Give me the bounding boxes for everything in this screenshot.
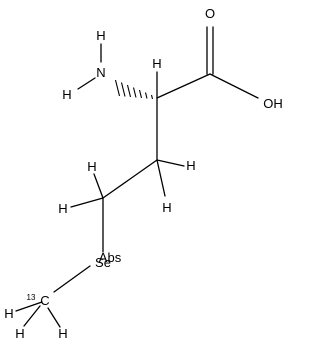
atom-se: Se <box>95 255 111 270</box>
bond-cgamma-h-up <box>93 173 104 199</box>
atom-o-carbonyl: O <box>205 6 215 21</box>
bond-cbeta-h-down <box>156 159 166 197</box>
atom-h-alpha: H <box>152 56 161 71</box>
atom-h-gamma-left: H <box>58 201 67 216</box>
atom-oh: OH <box>263 96 283 111</box>
bond-n-h-left <box>77 77 96 90</box>
bond-cgamma-h-left <box>70 197 104 208</box>
bond-methyl-h2 <box>23 305 41 327</box>
atom-h-methyl-3: H <box>58 326 67 340</box>
bond-cbeta-cgamma <box>102 159 158 199</box>
structure-diagram: O OH N H H H H H H H Se Abs 13 C H H H <box>4 6 282 340</box>
bond-cbeta-h-right <box>156 159 185 167</box>
bond-c-oh <box>209 73 259 99</box>
atom-h-methyl-2: H <box>15 326 24 340</box>
atom-h-methyl-1: H <box>4 306 13 321</box>
stereo-abs-tag: Abs <box>99 250 122 265</box>
atom-h-beta-down: H <box>162 200 171 215</box>
hashed-wedge-calpha-n <box>114 79 154 100</box>
atom-h-n-left: H <box>62 87 71 102</box>
atom-c-methyl: C <box>40 293 49 308</box>
bond-c-calpha <box>156 73 211 99</box>
atom-n-amino: N <box>96 65 105 80</box>
bonds <box>15 26 259 328</box>
bond-methyl-h1 <box>15 301 43 312</box>
atom-h-n-top: H <box>96 28 105 43</box>
atom-h-gamma-up: H <box>87 159 96 174</box>
isotope-mass-label: 13 <box>27 293 36 302</box>
atom-h-beta-right: H <box>186 158 195 173</box>
atom-labels: O OH N H H H H H H H Se Abs 13 C H H H <box>4 6 282 340</box>
bond-se-methyl <box>53 265 91 293</box>
bond-methyl-h3 <box>47 307 61 328</box>
